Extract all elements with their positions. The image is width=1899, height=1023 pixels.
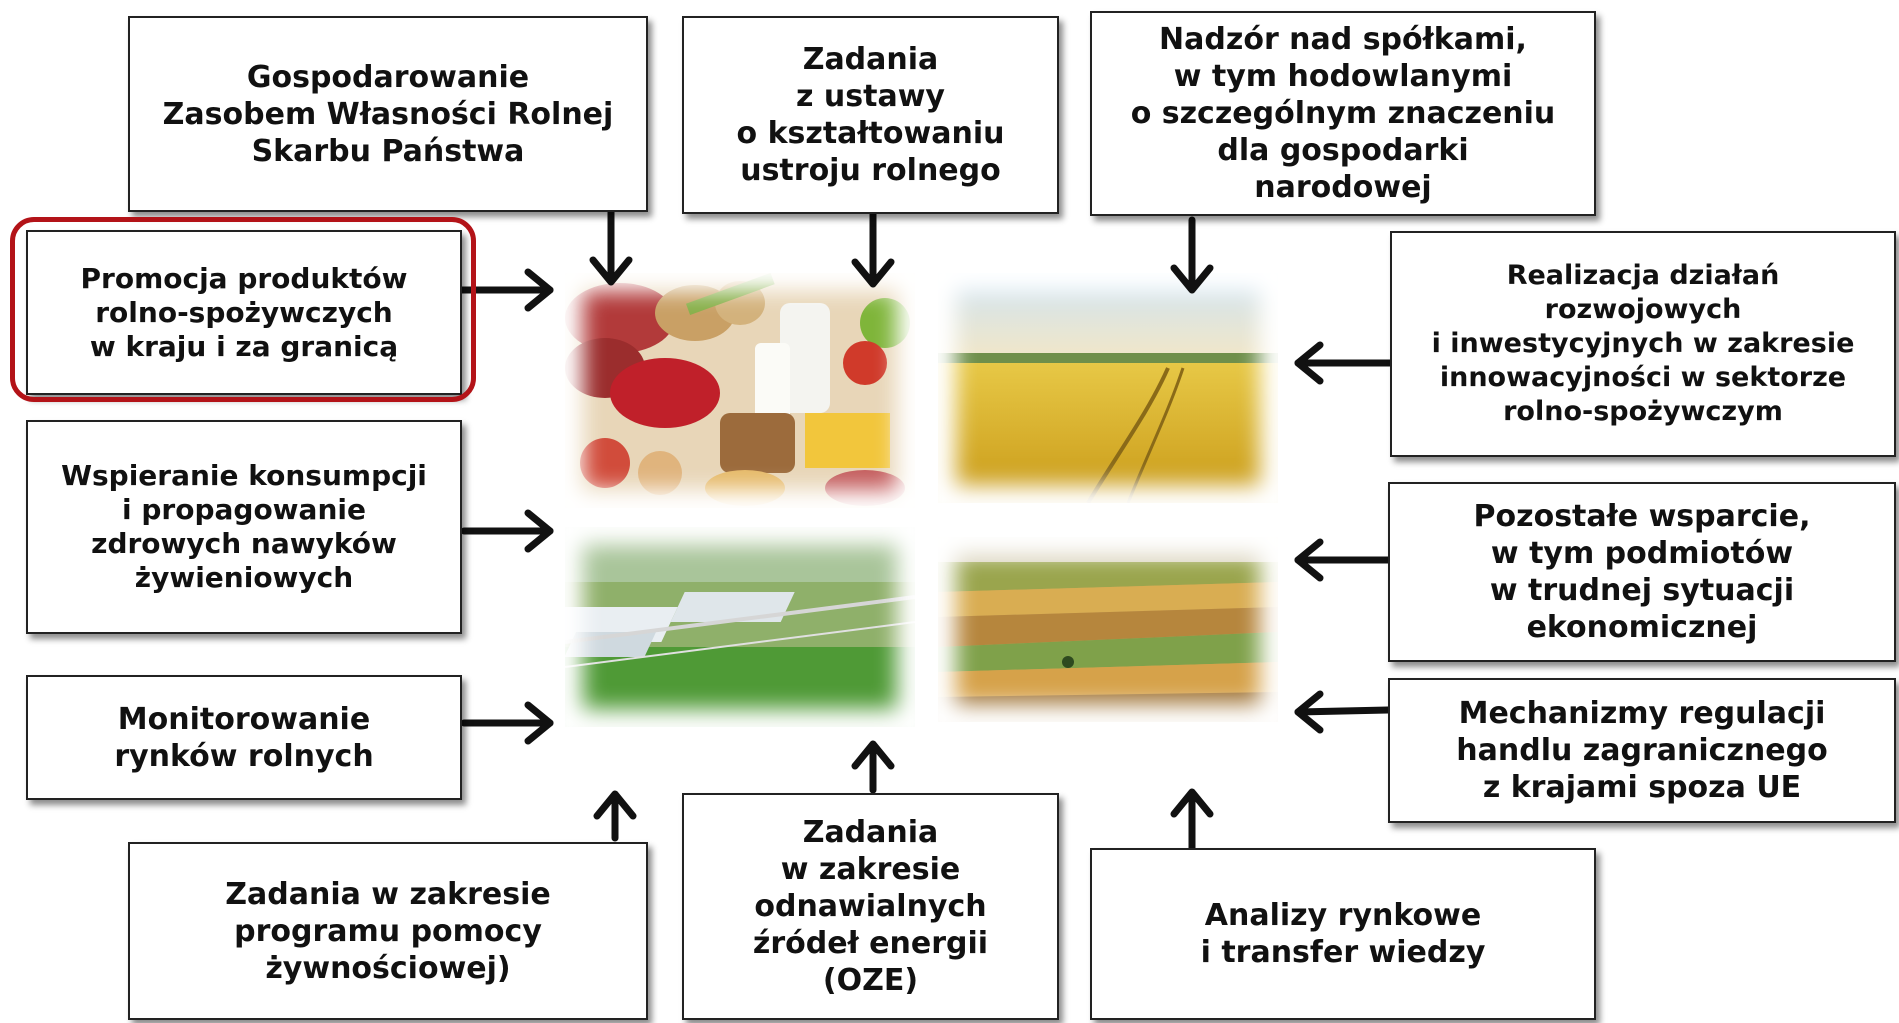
box-promocja-text: Promocja produktów rolno-spożywczych w k… bbox=[80, 261, 408, 363]
box-monitorowanie: Monitorowanie rynków rolnych bbox=[26, 675, 462, 800]
box-mechanizmy-text: Mechanizmy regulacji handlu zagraniczneg… bbox=[1456, 696, 1828, 805]
arrow-promocja bbox=[458, 268, 554, 312]
farmland-aerial-photo bbox=[938, 537, 1278, 722]
box-promocja: Promocja produktów rolno-spożywczych w k… bbox=[26, 230, 462, 395]
box-pozostale-text: Pozostałe wsparcie, w tym podmiotów w tr… bbox=[1473, 499, 1811, 645]
arrow-top-right bbox=[1170, 216, 1214, 294]
arrow-wspieranie bbox=[460, 509, 554, 553]
box-zadania-pomocy-text: Zadania w zakresie programu pomocy żywno… bbox=[225, 876, 551, 986]
box-wspieranie: Wspieranie konsumpcji i propagowanie zdr… bbox=[26, 420, 462, 634]
box-zadania-pomocy: Zadania w zakresie programu pomocy żywno… bbox=[128, 842, 648, 1020]
food-products-photo bbox=[565, 273, 915, 508]
arrow-pozostale bbox=[1294, 538, 1392, 582]
box-nadzor-text: Nadzór nad spółkami, w tym hodowlanymi o… bbox=[1130, 22, 1556, 205]
box-realizacja: Realizacja działań rozwojowych i inwesty… bbox=[1390, 231, 1896, 457]
arrow-monitorowanie bbox=[460, 701, 554, 745]
arrow-mechanizmy bbox=[1294, 690, 1392, 734]
box-wspieranie-text: Wspieranie konsumpcji i propagowanie zdr… bbox=[61, 459, 427, 594]
box-zadania-oze: Zadania w zakresie odnawialnych źródeł e… bbox=[682, 793, 1059, 1020]
box-mechanizmy: Mechanizmy regulacji handlu zagraniczneg… bbox=[1388, 678, 1896, 823]
box-gospodarowanie-text: Gospodarowanie Zasobem Własności Rolnej … bbox=[162, 59, 614, 169]
arrow-bottom-right bbox=[1170, 788, 1214, 852]
box-pozostale: Pozostałe wsparcie, w tym podmiotów w tr… bbox=[1388, 482, 1896, 662]
box-realizacja-text: Realizacja działań rozwojowych i inwesty… bbox=[1431, 260, 1855, 427]
box-gospodarowanie: Gospodarowanie Zasobem Własności Rolnej … bbox=[128, 16, 648, 212]
box-zadania-ustawy-text: Zadania z ustawy o kształtowaniu ustroju… bbox=[736, 42, 1005, 188]
industrial-park-aerial-photo bbox=[565, 527, 915, 727]
box-analizy: Analizy rynkowe i transfer wiedzy bbox=[1090, 848, 1596, 1020]
arrow-realizacja bbox=[1294, 341, 1394, 385]
box-zadania-ustawy: Zadania z ustawy o kształtowaniu ustroju… bbox=[682, 16, 1059, 214]
box-nadzor: Nadzór nad spółkami, w tym hodowlanymi o… bbox=[1090, 11, 1596, 216]
arrow-top-left bbox=[589, 208, 633, 286]
box-analizy-text: Analizy rynkowe i transfer wiedzy bbox=[1200, 898, 1486, 970]
box-monitorowanie-text: Monitorowanie rynków rolnych bbox=[114, 701, 374, 774]
promocja-highlight-frame bbox=[10, 217, 476, 402]
box-zadania-oze-text: Zadania w zakresie odnawialnych źródeł e… bbox=[752, 815, 989, 998]
wheat-field-photo bbox=[938, 273, 1278, 503]
arrow-bottom-center bbox=[851, 740, 895, 794]
arrow-top-center bbox=[851, 210, 895, 288]
arrow-bottom-left bbox=[593, 790, 637, 842]
